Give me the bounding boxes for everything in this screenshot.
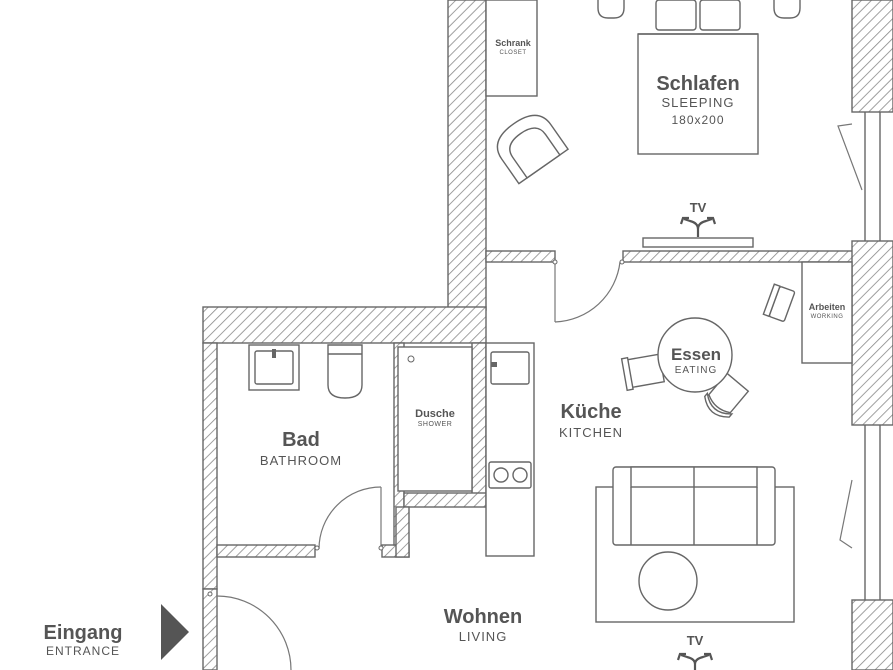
round-table (638, 551, 698, 611)
wall-shower-right (471, 342, 487, 496)
tv-living-arrows-icon (676, 652, 714, 670)
dining-subtitle: EATING (675, 365, 717, 376)
dining-chair-left (620, 353, 666, 392)
closet (485, 0, 538, 97)
wall-right-mid (851, 240, 893, 426)
wall-bathroom-bottom (216, 544, 316, 558)
entrance-title: Eingang (44, 622, 123, 644)
bathroom: Dusche SHOWER Bad BATHROOM (248, 344, 473, 551)
closet-label-en: CLOSET (499, 50, 526, 56)
bedroom-door (552, 259, 625, 323)
nightstand-left (597, 0, 625, 19)
bedroom-subtitle: SLEEPING (661, 95, 734, 110)
desk (801, 261, 853, 364)
living-subtitle: LIVING (459, 629, 508, 644)
kitchen-sink (490, 351, 530, 385)
kitchen-title: Küche (560, 401, 621, 423)
workspace-label: Arbeiten (809, 302, 846, 312)
shower-label: Dusche (415, 408, 455, 420)
kitchen-subtitle: KITCHEN (559, 425, 623, 440)
bathroom-subtitle: BATHROOM (260, 453, 342, 468)
shower-label-en: SHOWER (418, 421, 453, 428)
bathroom-title: Bad (282, 429, 320, 451)
living-title: Wohnen (444, 606, 523, 628)
pillow-left (655, 0, 697, 31)
workspace-label-en: WORKING (811, 314, 844, 320)
bedroom-armchair (496, 114, 570, 185)
tv-bedroom-label: TV (690, 200, 707, 215)
bed-size: 180x200 (671, 113, 724, 127)
toilet (327, 344, 363, 399)
wall-shower-stub (395, 506, 410, 558)
desk-chair (762, 283, 796, 322)
wall-bedroom-divider-right (622, 250, 856, 263)
bedroom: Schrank CLOSET Schlafen SLEEPING 180x200… (485, 0, 801, 248)
shower (397, 346, 473, 492)
closet-label: Schrank (495, 38, 532, 48)
entrance-arrow-icon (161, 604, 189, 660)
tv-living-label: TV (687, 633, 704, 648)
dining-title: Essen (671, 345, 721, 364)
wall-entrance (202, 588, 218, 670)
tv-bedroom (642, 237, 754, 248)
wall-bathroom-left (202, 342, 218, 590)
living: Wohnen LIVING TV (444, 466, 795, 670)
bed (637, 33, 759, 155)
tv-bedroom-arrows-icon (679, 216, 717, 237)
dining-table (657, 317, 733, 393)
wall-bedroom-divider-left (485, 250, 556, 263)
windows (837, 112, 881, 600)
wall-shower-bottom (403, 492, 487, 508)
bedroom-title: Schlafen (656, 73, 739, 95)
wall-bathroom-top (202, 306, 487, 344)
kitchen: Küche KITCHEN Essen EATING Arbeiten WORK… (485, 261, 853, 557)
nightstand-right (773, 0, 801, 19)
wall-right-top (851, 0, 893, 113)
wall-left-upper (447, 0, 487, 311)
entrance-subtitle: ENTRANCE (46, 644, 120, 658)
wall-right-bottom (851, 599, 893, 670)
pillow-right (699, 0, 741, 31)
entrance: Eingang ENTRANCE (44, 591, 292, 670)
